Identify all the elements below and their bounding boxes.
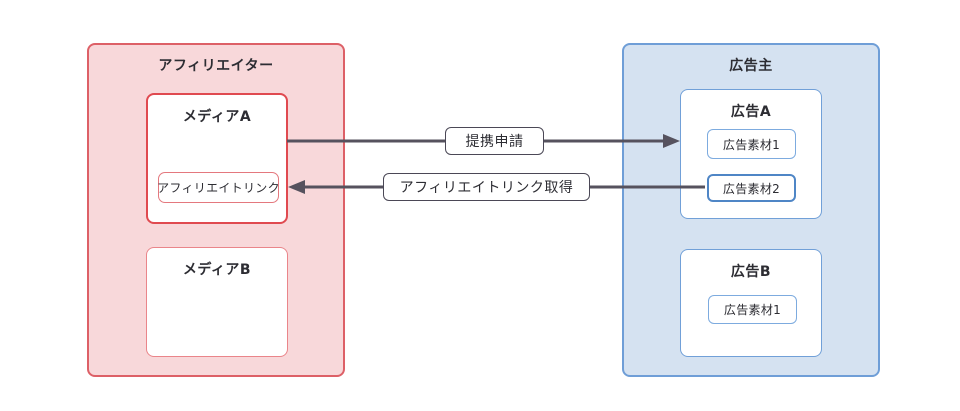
ad-b-node: 広告B 広告素材1 <box>680 249 822 357</box>
advertiser-group: 広告主 広告A 広告素材1 広告素材2 広告B 広告素材1 <box>622 43 880 377</box>
ad-b-material-1-chip: 広告素材1 <box>708 295 797 324</box>
affiliate-link-acquisition-label: アフィリエイトリンク取得 <box>383 173 590 201</box>
ad-a-node: 広告A 広告素材1 広告素材2 <box>680 89 822 219</box>
affiliater-group: アフィリエイター メディアA アフィリエイトリンク メディアB <box>87 43 345 377</box>
ad-a-material-1-chip: 広告素材1 <box>707 129 796 159</box>
media-b-node: メディアB <box>146 247 288 357</box>
media-b-title: メディアB <box>182 262 252 278</box>
advertiser-group-title: 広告主 <box>729 58 773 74</box>
affiliate-link-chip: アフィリエイトリンク <box>157 172 280 203</box>
ad-a-title: 広告A <box>730 104 772 120</box>
ad-b-title: 広告B <box>730 264 772 280</box>
media-a-title: メディアA <box>182 109 252 125</box>
partnership-request-label: 提携申請 <box>445 127 544 155</box>
ad-a-material-2-chip: 広告素材2 <box>707 174 796 202</box>
affiliater-group-title: アフィリエイター <box>158 58 274 74</box>
media-a-node: メディアA アフィリエイトリンク <box>146 93 288 224</box>
